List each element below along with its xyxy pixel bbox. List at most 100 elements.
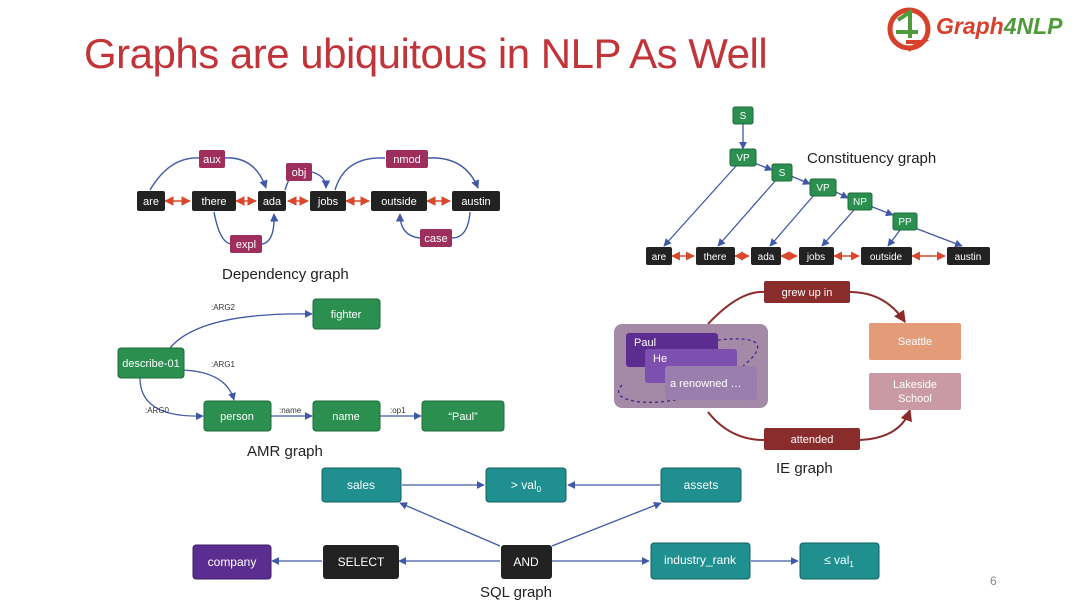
sql-node-label: AND: [513, 555, 539, 569]
dep-label-text: expl: [236, 239, 256, 251]
const-word-label: are: [652, 252, 667, 263]
constituency-graph-caption: Constituency graph: [807, 150, 936, 167]
const-node-label: VP: [736, 153, 750, 164]
amr-edge-label: :ARG1: [211, 360, 236, 369]
dep-word-label: there: [201, 196, 226, 208]
dep-word-node: [258, 191, 286, 211]
dependency-graph-caption: Dependency graph: [222, 266, 349, 283]
const-node-label: S: [740, 111, 747, 122]
const-word-node: [799, 247, 834, 265]
amr-node: [421, 400, 505, 432]
const-node: [809, 178, 837, 197]
graph4nlp-logo: Graph4NLP: [884, 4, 1080, 52]
const-edge: [717, 179, 777, 247]
amr-graph: :ARG2 :ARG1 :ARG0 :name :op1 describe-01…: [117, 298, 505, 460]
dep-word-node: [192, 191, 236, 211]
dep-arc-nmod: [334, 157, 478, 190]
sql-node-label: industry_rank: [664, 553, 737, 567]
dep-label-node: [199, 150, 225, 168]
sql-nodes: sales > val0 assets company SELECT AND i…: [192, 467, 880, 580]
amr-edge-label: :name: [279, 406, 302, 415]
sql-edge: [551, 501, 662, 547]
const-word-node: [696, 247, 735, 265]
sql-node-label: ≤ val1: [824, 553, 854, 569]
dep-label-text: aux: [203, 154, 221, 166]
const-edge: [869, 205, 894, 217]
sql-node-label: assets: [684, 478, 719, 492]
sql-graph: sales > val0 assets company SELECT AND i…: [192, 467, 880, 601]
const-nonterminal-nodes: S VP S VP NP PP: [729, 106, 918, 231]
dep-word-node: [310, 191, 346, 211]
const-edge: [790, 175, 811, 185]
sql-node-label-subscript: 1: [849, 560, 854, 569]
const-word-label: ada: [758, 252, 775, 263]
ie-entity-node: [869, 373, 961, 410]
sql-node-company: [192, 544, 272, 580]
ie-entity-label: Lakeside School: [892, 379, 938, 405]
ie-mention-label: He: [653, 353, 667, 365]
const-word-node: [861, 247, 912, 265]
dep-word-label: are: [143, 196, 159, 208]
logo-text: Graph4NLP: [936, 13, 1063, 40]
ie-graph-caption: IE graph: [776, 460, 833, 477]
dep-word-nodes: are there ada jobs outside austin: [137, 191, 500, 211]
const-edge: [663, 165, 737, 247]
const-node: [892, 212, 918, 231]
ie-relation-node: [764, 428, 860, 450]
ie-relation-label: grew up in: [782, 287, 833, 299]
ie-edge-attended: [707, 410, 910, 441]
dep-word-node: [137, 191, 165, 211]
const-node-label: S: [779, 168, 786, 179]
sql-node-label-subscript: 0: [537, 485, 542, 494]
sql-edge: [399, 502, 501, 547]
sql-node-sales: [321, 467, 402, 503]
ie-entity-node: [869, 323, 961, 360]
amr-node-label: “Paul”: [448, 411, 478, 423]
graph4nlp-logo-icon: [887, 7, 931, 52]
amr-node: [203, 400, 272, 432]
ie-mention-node: [665, 366, 757, 400]
sql-node-label: SELECT: [338, 555, 385, 569]
const-word-node: [646, 247, 672, 265]
slide-title: Graphs are ubiquitous in NLP As Well: [84, 30, 768, 77]
amr-edge-arg2: [169, 309, 313, 349]
ie-graph: Paul He a renowned … Seattle Lakeside Sc…: [614, 281, 961, 477]
dep-label-text: obj: [292, 167, 307, 179]
const-edge: [821, 209, 855, 247]
const-word-nodes: are there ada jobs outside austin: [646, 247, 990, 265]
dep-arc-aux: [149, 157, 266, 190]
ie-mention-label: Paul: [634, 337, 656, 349]
constituency-graph: S VP S VP NP PP are there ada jobs outsi…: [646, 106, 990, 265]
dep-word-label: austin: [461, 196, 490, 208]
const-node: [847, 192, 873, 211]
const-node: [729, 148, 757, 167]
sql-node-industry-rank: [650, 542, 751, 580]
ie-mention-label: a renowned …: [670, 378, 742, 390]
const-word-label: austin: [955, 252, 982, 263]
const-node-label: NP: [853, 197, 867, 208]
const-word-node: [751, 247, 781, 265]
const-word-label: jobs: [806, 252, 825, 263]
const-node-label: VP: [816, 183, 830, 194]
const-word-label: there: [704, 252, 727, 263]
dep-word-label: outside: [381, 196, 416, 208]
sql-node-label-main: ≤ val: [824, 553, 849, 567]
amr-graph-caption: AMR graph: [247, 443, 323, 460]
dep-relation-labels: aux obj nmod expl case: [199, 150, 452, 253]
const-word-node: [947, 247, 990, 265]
amr-edge-label: :ARG2: [211, 303, 236, 312]
amr-node-label: person: [220, 411, 254, 423]
dep-word-node: [452, 191, 500, 211]
sql-node-and: [501, 545, 552, 579]
dep-word-label: ada: [263, 196, 282, 208]
amr-node: [117, 347, 185, 379]
dep-word-node: [371, 191, 427, 211]
amr-nodes: describe-01 fighter person name “Paul”: [117, 298, 505, 432]
ie-relation-node: [764, 281, 850, 303]
amr-node: [312, 298, 381, 330]
ie-entity-label-wrap: Lakeside School: [892, 379, 938, 405]
sql-node-label: company: [208, 555, 257, 569]
dep-label-node: [286, 163, 312, 181]
dep-label-node: [420, 229, 452, 247]
sql-node-le-val: [799, 542, 880, 580]
